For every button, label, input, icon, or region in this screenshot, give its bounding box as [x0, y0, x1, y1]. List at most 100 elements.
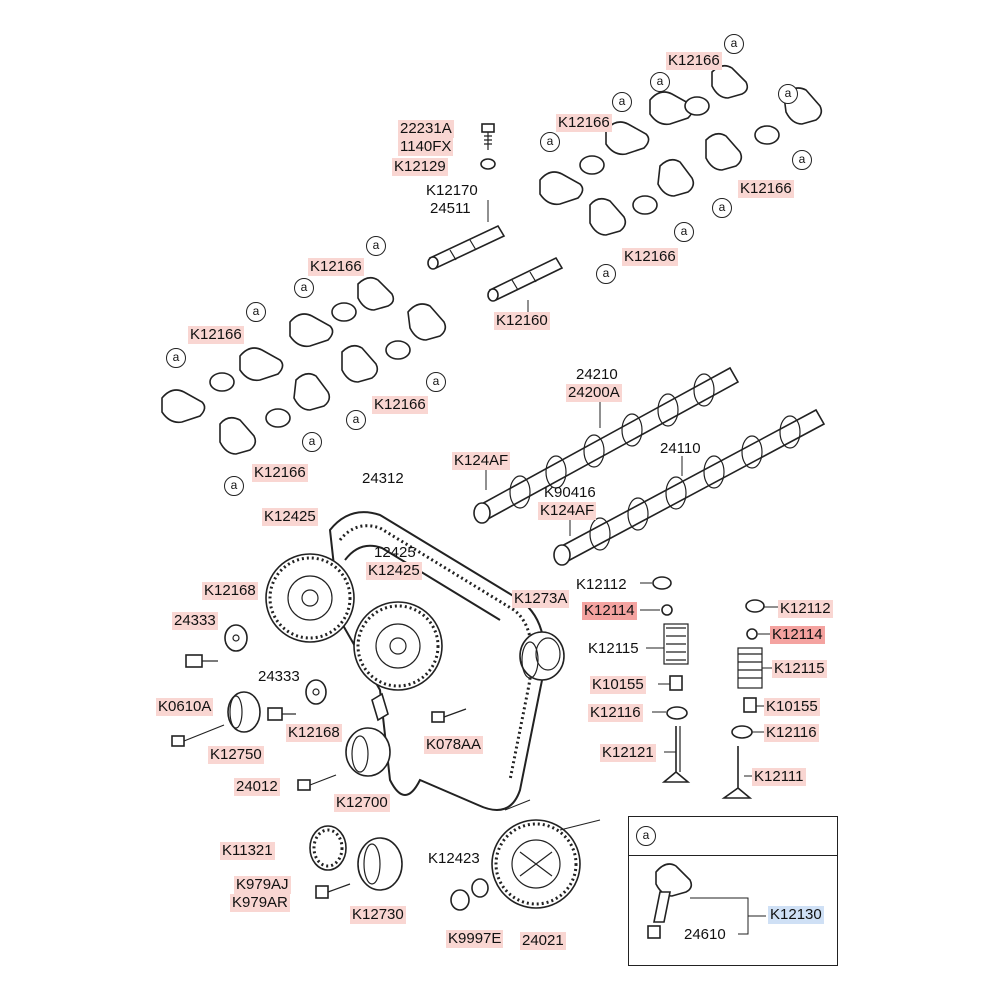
- label-K12166-8[interactable]: K12166: [252, 464, 308, 482]
- label-K12116-2[interactable]: K12116: [764, 724, 819, 742]
- label-K979AJ[interactable]: K979AJ: [234, 876, 291, 894]
- label-K12130[interactable]: K12130: [768, 906, 824, 924]
- label-K12170[interactable]: K12170: [426, 182, 478, 199]
- callout-a: a: [166, 348, 186, 368]
- label-K124AF-2[interactable]: K124AF: [538, 502, 597, 520]
- label-K12423[interactable]: K12423: [428, 850, 480, 867]
- rocker-arm-group-lower[interactable]: [161, 276, 447, 455]
- sprocket-washer[interactable]: [224, 624, 248, 652]
- label-24610[interactable]: 24610: [684, 926, 726, 943]
- callout-a: a: [674, 222, 694, 242]
- callout-a: a: [778, 84, 798, 104]
- bolt-K979AJ[interactable]: [315, 883, 351, 899]
- label-K12166-5[interactable]: K12166: [308, 258, 364, 276]
- callout-a: a: [246, 302, 266, 322]
- label-K11321[interactable]: K11321: [220, 842, 275, 860]
- label-K12425-1[interactable]: K12425: [262, 508, 318, 526]
- label-K12730[interactable]: K12730: [350, 906, 406, 924]
- bolt-K0610A[interactable]: [171, 724, 225, 747]
- label-K10155-2[interactable]: K10155: [764, 698, 820, 716]
- label-24333-1[interactable]: 24333: [172, 612, 218, 630]
- label-K12166-4[interactable]: K12166: [622, 248, 678, 266]
- label-24210[interactable]: 24210: [576, 366, 618, 383]
- camshaft-sprocket-right[interactable]: [353, 601, 443, 691]
- label-24312[interactable]: 24312: [362, 470, 404, 487]
- idler-pulley-K1273A[interactable]: [519, 631, 565, 681]
- bolt-right[interactable]: [267, 707, 296, 721]
- washer-K9997E[interactable]: [471, 878, 489, 898]
- callout-a-inset: a: [636, 826, 656, 846]
- label-K12112-1[interactable]: K12112: [576, 576, 627, 593]
- label-K12166-6[interactable]: K12166: [188, 326, 244, 344]
- label-24012[interactable]: 24012: [234, 778, 280, 796]
- valve-assembly-left[interactable]: [652, 576, 691, 783]
- label-1140FX[interactable]: 1140FX: [398, 138, 454, 156]
- rocker-shaft-bolt[interactable]: [480, 123, 496, 170]
- callout-a: a: [302, 432, 322, 452]
- label-K12166-2[interactable]: K12166: [556, 114, 612, 132]
- inset-box: [628, 816, 838, 966]
- inset-rocker-detail[interactable]: [647, 863, 766, 939]
- washer-right[interactable]: [305, 679, 327, 705]
- label-K078AA[interactable]: K078AA: [424, 736, 484, 754]
- camshaft-sprocket-left[interactable]: [265, 553, 355, 643]
- label-K12166-3[interactable]: K12166: [738, 180, 794, 198]
- timing-belt[interactable]: [328, 511, 546, 811]
- label-K12168-2[interactable]: K12168: [286, 724, 342, 742]
- label-K10155-1[interactable]: K10155: [590, 676, 646, 694]
- label-K12116-1[interactable]: K12116: [588, 704, 643, 722]
- label-12425[interactable]: 12425: [374, 544, 416, 561]
- rocker-shaft-lower[interactable]: [487, 256, 564, 302]
- label-K12700[interactable]: K12700: [334, 794, 390, 812]
- label-K12160[interactable]: K12160: [494, 312, 550, 330]
- callout-a: a: [712, 198, 732, 218]
- valve-assembly-right[interactable]: [721, 599, 765, 799]
- callout-a: a: [650, 72, 670, 92]
- label-K12115-1[interactable]: K12115: [588, 640, 639, 657]
- label-K12114-1[interactable]: K12114: [582, 602, 637, 620]
- label-K12112-2[interactable]: K12112: [778, 600, 833, 618]
- pulley-K12750[interactable]: [227, 691, 261, 733]
- crank-gear-24021[interactable]: [491, 819, 581, 909]
- bolt-24012[interactable]: [297, 774, 337, 791]
- rocker-shaft-upper[interactable]: [427, 224, 506, 270]
- callout-a: a: [792, 150, 812, 170]
- label-K12115-2[interactable]: K12115: [772, 660, 827, 678]
- label-K12425-2[interactable]: K12425: [366, 562, 422, 580]
- callout-a: a: [346, 410, 366, 430]
- label-K12114-2[interactable]: K12114: [770, 626, 825, 644]
- bolt-K078AA[interactable]: [431, 708, 467, 723]
- label-K979AR[interactable]: K979AR: [230, 894, 290, 912]
- label-24333-2[interactable]: 24333: [258, 668, 300, 685]
- sprocket-bolt[interactable]: [185, 654, 218, 668]
- callout-a: a: [540, 132, 560, 152]
- label-K90416[interactable]: K90416: [544, 484, 596, 501]
- label-K9997E[interactable]: K9997E: [446, 930, 504, 948]
- label-K12121[interactable]: K12121: [600, 744, 656, 762]
- label-24511[interactable]: 24511: [430, 200, 471, 217]
- nut-K12423[interactable]: [450, 889, 470, 911]
- callout-a: a: [426, 372, 446, 392]
- pulley-K12730[interactable]: [357, 837, 403, 891]
- label-24021[interactable]: 24021: [520, 932, 566, 950]
- callout-a: a: [366, 236, 386, 256]
- tensioner-K12700[interactable]: [345, 692, 391, 777]
- label-K12166-7[interactable]: K12166: [372, 396, 428, 414]
- label-24200A[interactable]: 24200A: [566, 384, 622, 402]
- label-K12111[interactable]: K12111: [752, 768, 806, 786]
- camshaft-upper[interactable]: [473, 366, 740, 524]
- label-22231A[interactable]: 22231A: [398, 120, 454, 138]
- rocker-arm-group-upper[interactable]: [539, 64, 823, 236]
- callout-a: a: [596, 264, 616, 284]
- camshaft-lower[interactable]: [553, 408, 826, 566]
- label-K12166-1[interactable]: K12166: [666, 52, 722, 70]
- label-24110[interactable]: 24110: [660, 440, 701, 457]
- label-K1273A[interactable]: K1273A: [512, 590, 570, 608]
- label-K12168-1[interactable]: K12168: [202, 582, 258, 600]
- crank-sprocket-K11321[interactable]: [309, 825, 347, 871]
- label-K0610A[interactable]: K0610A: [156, 698, 214, 716]
- label-K12129[interactable]: K12129: [392, 158, 448, 176]
- label-K12750[interactable]: K12750: [208, 746, 264, 764]
- label-K124AF-1[interactable]: K124AF: [452, 452, 511, 470]
